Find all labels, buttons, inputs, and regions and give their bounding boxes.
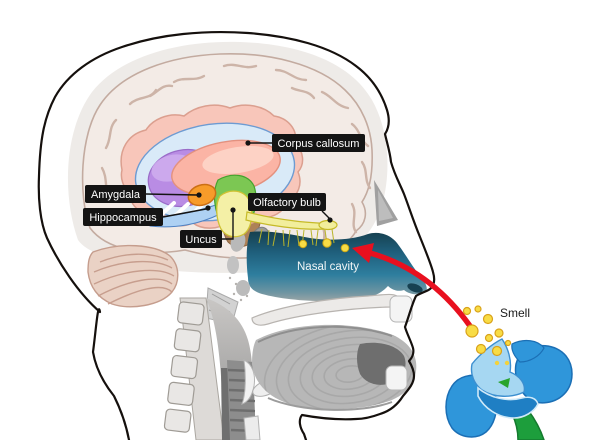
cerebellum <box>87 244 179 308</box>
olfactory-bulb-shape <box>318 219 338 231</box>
svg-text:Corpus callosum: Corpus callosum <box>278 138 360 150</box>
uncus-shape <box>216 190 253 238</box>
epiglottis <box>241 359 255 405</box>
svg-text:Hippocampus: Hippocampus <box>89 212 157 224</box>
smell-label: Smell <box>500 306 530 320</box>
flower-petal-center <box>470 338 526 397</box>
nostril-shadow <box>407 283 423 293</box>
flower <box>445 338 573 440</box>
flower-petal-upper-right <box>511 339 545 363</box>
teeth-lower <box>385 365 408 391</box>
scent-dots-cavity <box>298 238 350 253</box>
smell-arrow <box>352 243 473 329</box>
flower-trumpet <box>477 386 539 419</box>
label-hippocampus: Hippocampus <box>83 205 211 226</box>
nasal-cavity-region: Nasal cavity <box>227 180 427 302</box>
label-olfactory-bulb: Olfactory bulb <box>248 193 333 223</box>
limbic-system <box>120 104 338 248</box>
neck-structures <box>163 297 280 440</box>
vertebrae <box>163 301 205 433</box>
label-amygdala: Amygdala <box>85 185 202 203</box>
flower-pistil <box>498 378 510 388</box>
mouth-region <box>251 293 417 411</box>
head-outline <box>37 30 436 440</box>
annotations: Corpus callosum Olfactory bulb Amygdala … <box>83 134 365 248</box>
label-corpus-callosum: Corpus callosum <box>245 134 365 152</box>
label-uncus: Uncus <box>180 207 236 248</box>
svg-text:Amygdala: Amygdala <box>91 189 141 201</box>
svg-text:Olfactory bulb: Olfactory bulb <box>253 197 321 209</box>
larynx <box>243 415 261 440</box>
svg-text:Uncus: Uncus <box>185 234 217 246</box>
nasal-cavity-label: Nasal cavity <box>297 261 359 273</box>
amygdala-shape <box>187 183 217 207</box>
scent-particles <box>462 305 512 357</box>
